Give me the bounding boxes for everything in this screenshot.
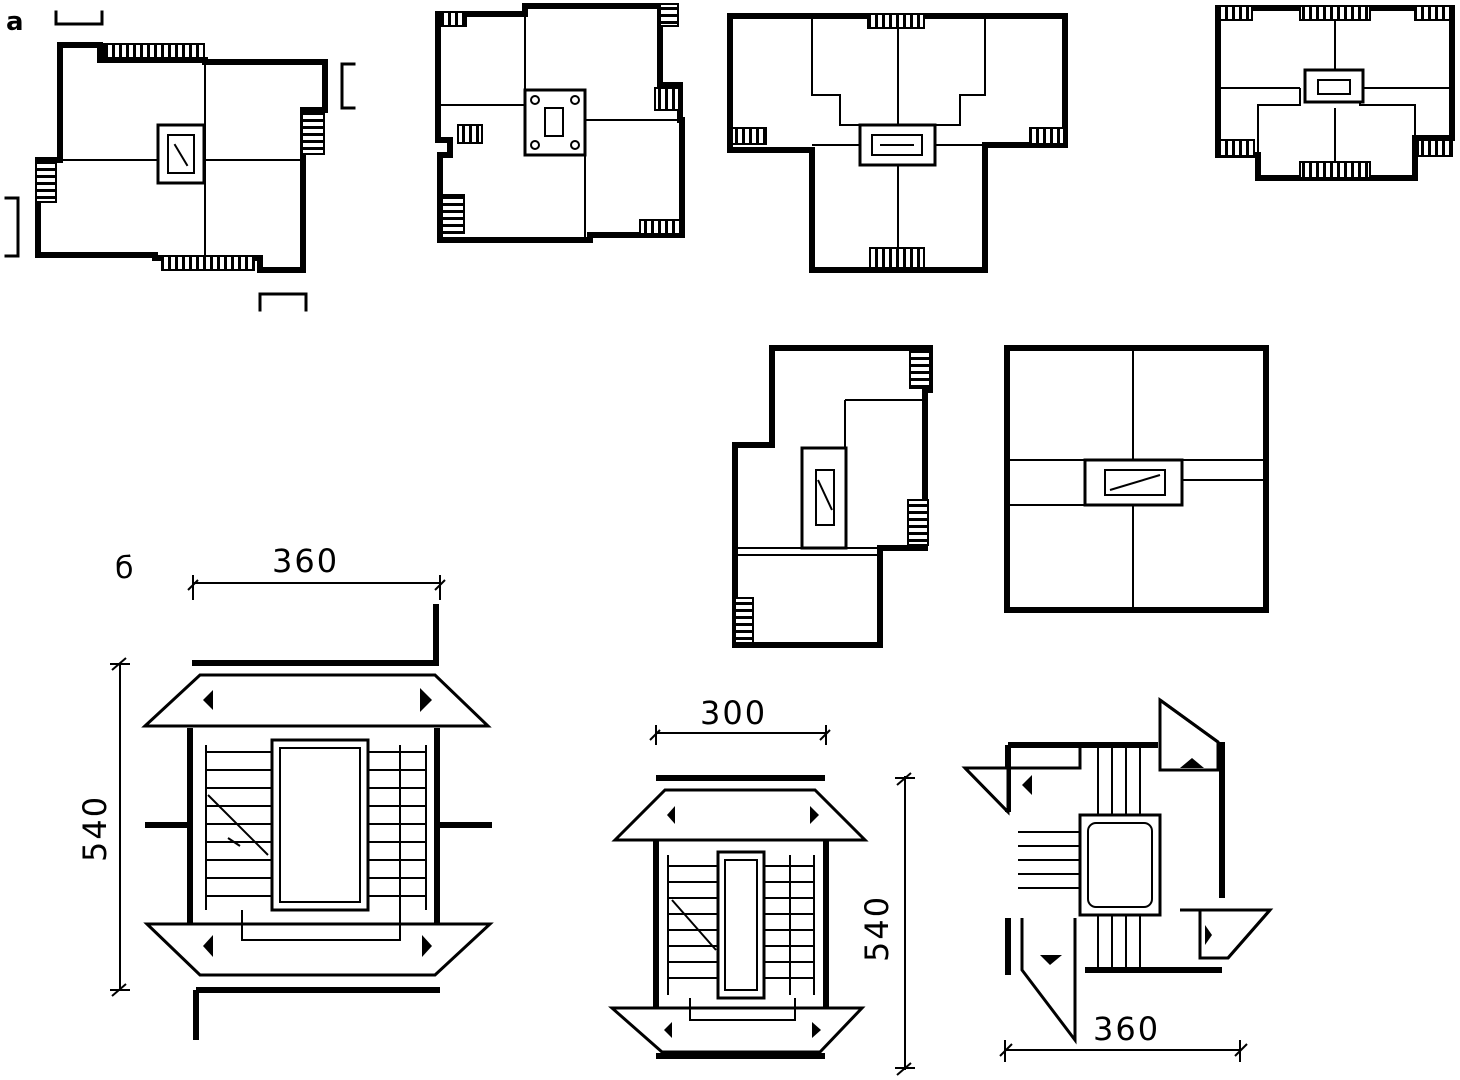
- balcony-hatch: [731, 127, 767, 145]
- balcony-hatch: [1299, 5, 1371, 21]
- balcony-hatch: [654, 87, 680, 111]
- balcony-hatch: [1029, 127, 1065, 145]
- balcony-hatch: [909, 349, 931, 389]
- balcony-hatch: [734, 597, 754, 644]
- balcony-hatch: [103, 43, 205, 59]
- balcony-hatch: [1299, 161, 1371, 179]
- balcony-hatch: [1217, 5, 1253, 21]
- direction-arrow: [203, 688, 432, 957]
- balcony-hatch: [867, 13, 925, 29]
- balcony-hatch: [639, 219, 681, 235]
- dimension-label-width: 360: [1093, 1010, 1160, 1048]
- balcony-hatch: [441, 194, 465, 234]
- floor-plan-t-shape: [727, 13, 1068, 273]
- floor-plan-square: [1004, 345, 1269, 613]
- panel-label-b: б: [115, 551, 134, 586]
- panel-label-a: а: [6, 7, 24, 37]
- balcony-hatch: [457, 124, 483, 144]
- floor-plan-pinwheel: [4, 10, 356, 312]
- balcony-hatch: [301, 111, 325, 155]
- balcony-hatch: [1417, 139, 1453, 157]
- dimension-label-width: 300: [700, 694, 767, 732]
- balcony-hatch: [35, 161, 57, 203]
- dimension-label-height: 540: [858, 895, 896, 962]
- floor-plan-cross: [435, 3, 685, 243]
- balcony-hatch: [659, 3, 679, 27]
- balcony-hatch: [161, 255, 255, 271]
- floor-plan-stepped: [732, 345, 933, 648]
- staircase-plan-2: [608, 725, 915, 1076]
- staircase-plan-1: [110, 575, 494, 1040]
- balcony-hatch: [439, 11, 467, 27]
- staircase-plan-3: [961, 697, 1274, 1062]
- balcony-hatch: [1414, 5, 1452, 21]
- balcony-hatch: [1217, 139, 1255, 157]
- balcony-hatch: [907, 499, 929, 546]
- direction-arrow: [1022, 758, 1212, 965]
- dimension-label-width: 360: [272, 542, 339, 580]
- balcony-hatch: [869, 247, 925, 269]
- direction-arrow: [664, 806, 821, 1038]
- dimension-label-height: 540: [76, 795, 114, 862]
